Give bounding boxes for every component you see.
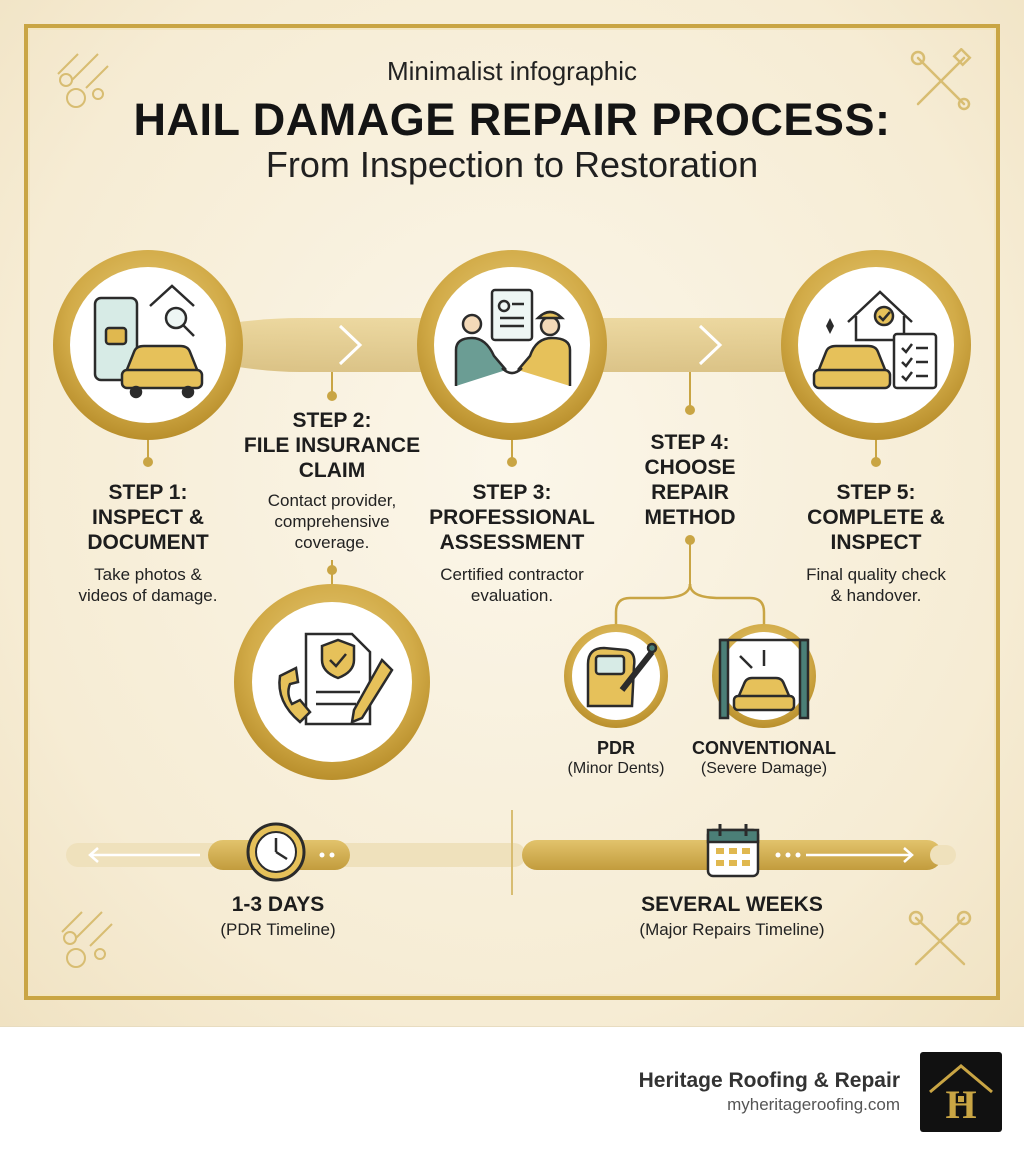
pdr-label: PDR (596, 738, 635, 758)
chevron-arrow-1 (338, 324, 363, 366)
hailstones-icon-bottom (61, 911, 113, 968)
logo-letter: H (945, 1082, 976, 1127)
pdr-description: (Minor Dents) (567, 760, 665, 777)
step-1-title: STEP 1: INSPECT & DOCUMENT (87, 481, 209, 554)
paintless-dent-repair-icon (586, 642, 658, 708)
conventional-label: CONVENTIONAL (692, 738, 836, 758)
handshake-contractor-icon (454, 288, 572, 386)
car-lift-repair-icon (718, 638, 810, 720)
clock-icon (246, 822, 306, 882)
house-logo-icon: H (929, 1064, 993, 1127)
timeline-pdr-label: 1-3 DAYS (231, 893, 325, 916)
hailstones-icon (57, 53, 109, 108)
timeline-major-label: SEVERAL WEEKS (641, 893, 823, 916)
gold-frame (24, 24, 1000, 1000)
step-3-circle (417, 250, 607, 440)
process-flow-diagram (53, 250, 971, 895)
page-subtitle: From Inspection to Restoration (265, 144, 759, 185)
step-5-description: Final quality check & handover. (806, 565, 946, 605)
page-title: HAIL DAMAGE REPAIR PROCESS: (133, 94, 891, 145)
step-2-description: Contact provider, comprehensive coverage… (267, 491, 397, 552)
timeline-major-description: (Major Repairs Timeline) (639, 920, 825, 939)
connector-band-2 (580, 318, 810, 372)
tools-icon-bottom (908, 910, 972, 966)
infographic-kicker: Minimalist infographic (387, 56, 637, 86)
step-5-title: STEP 5: COMPLETE & INSPECT (807, 481, 945, 554)
step-1-description: Take photos & videos of damage. (78, 565, 218, 605)
calendar-icon (706, 824, 760, 878)
step-4-title: STEP 4: CHOOSE REPAIR METHOD (644, 431, 736, 529)
wrench-screwdriver-icon (910, 48, 972, 111)
brand-logo[interactable]: H (920, 1052, 1002, 1132)
step-2-title: STEP 2: FILE INSURANCE CLAIM (243, 409, 421, 482)
timeline-pdr-description: (PDR Timeline) (220, 920, 336, 939)
step-3-description: Certified contractor evaluation. (440, 565, 584, 605)
step-3-title: STEP 3: PROFESSIONAL ASSESSMENT (429, 481, 595, 554)
insurance-claim-phone-icon (278, 632, 394, 726)
connector-band (210, 318, 450, 372)
conventional-description: (Severe Damage) (700, 760, 828, 777)
footer-bar: Heritage Roofing & Repair myheritageroof… (0, 1026, 1024, 1154)
step-5-circle (781, 250, 971, 440)
house-car-checklist-icon (812, 290, 938, 390)
brand-url[interactable]: myheritageroofing.com (727, 1095, 900, 1114)
chevron-arrow-2 (698, 324, 723, 366)
phone-car-inspection-icon (93, 284, 204, 399)
brand-name[interactable]: Heritage Roofing & Repair (638, 1069, 900, 1092)
